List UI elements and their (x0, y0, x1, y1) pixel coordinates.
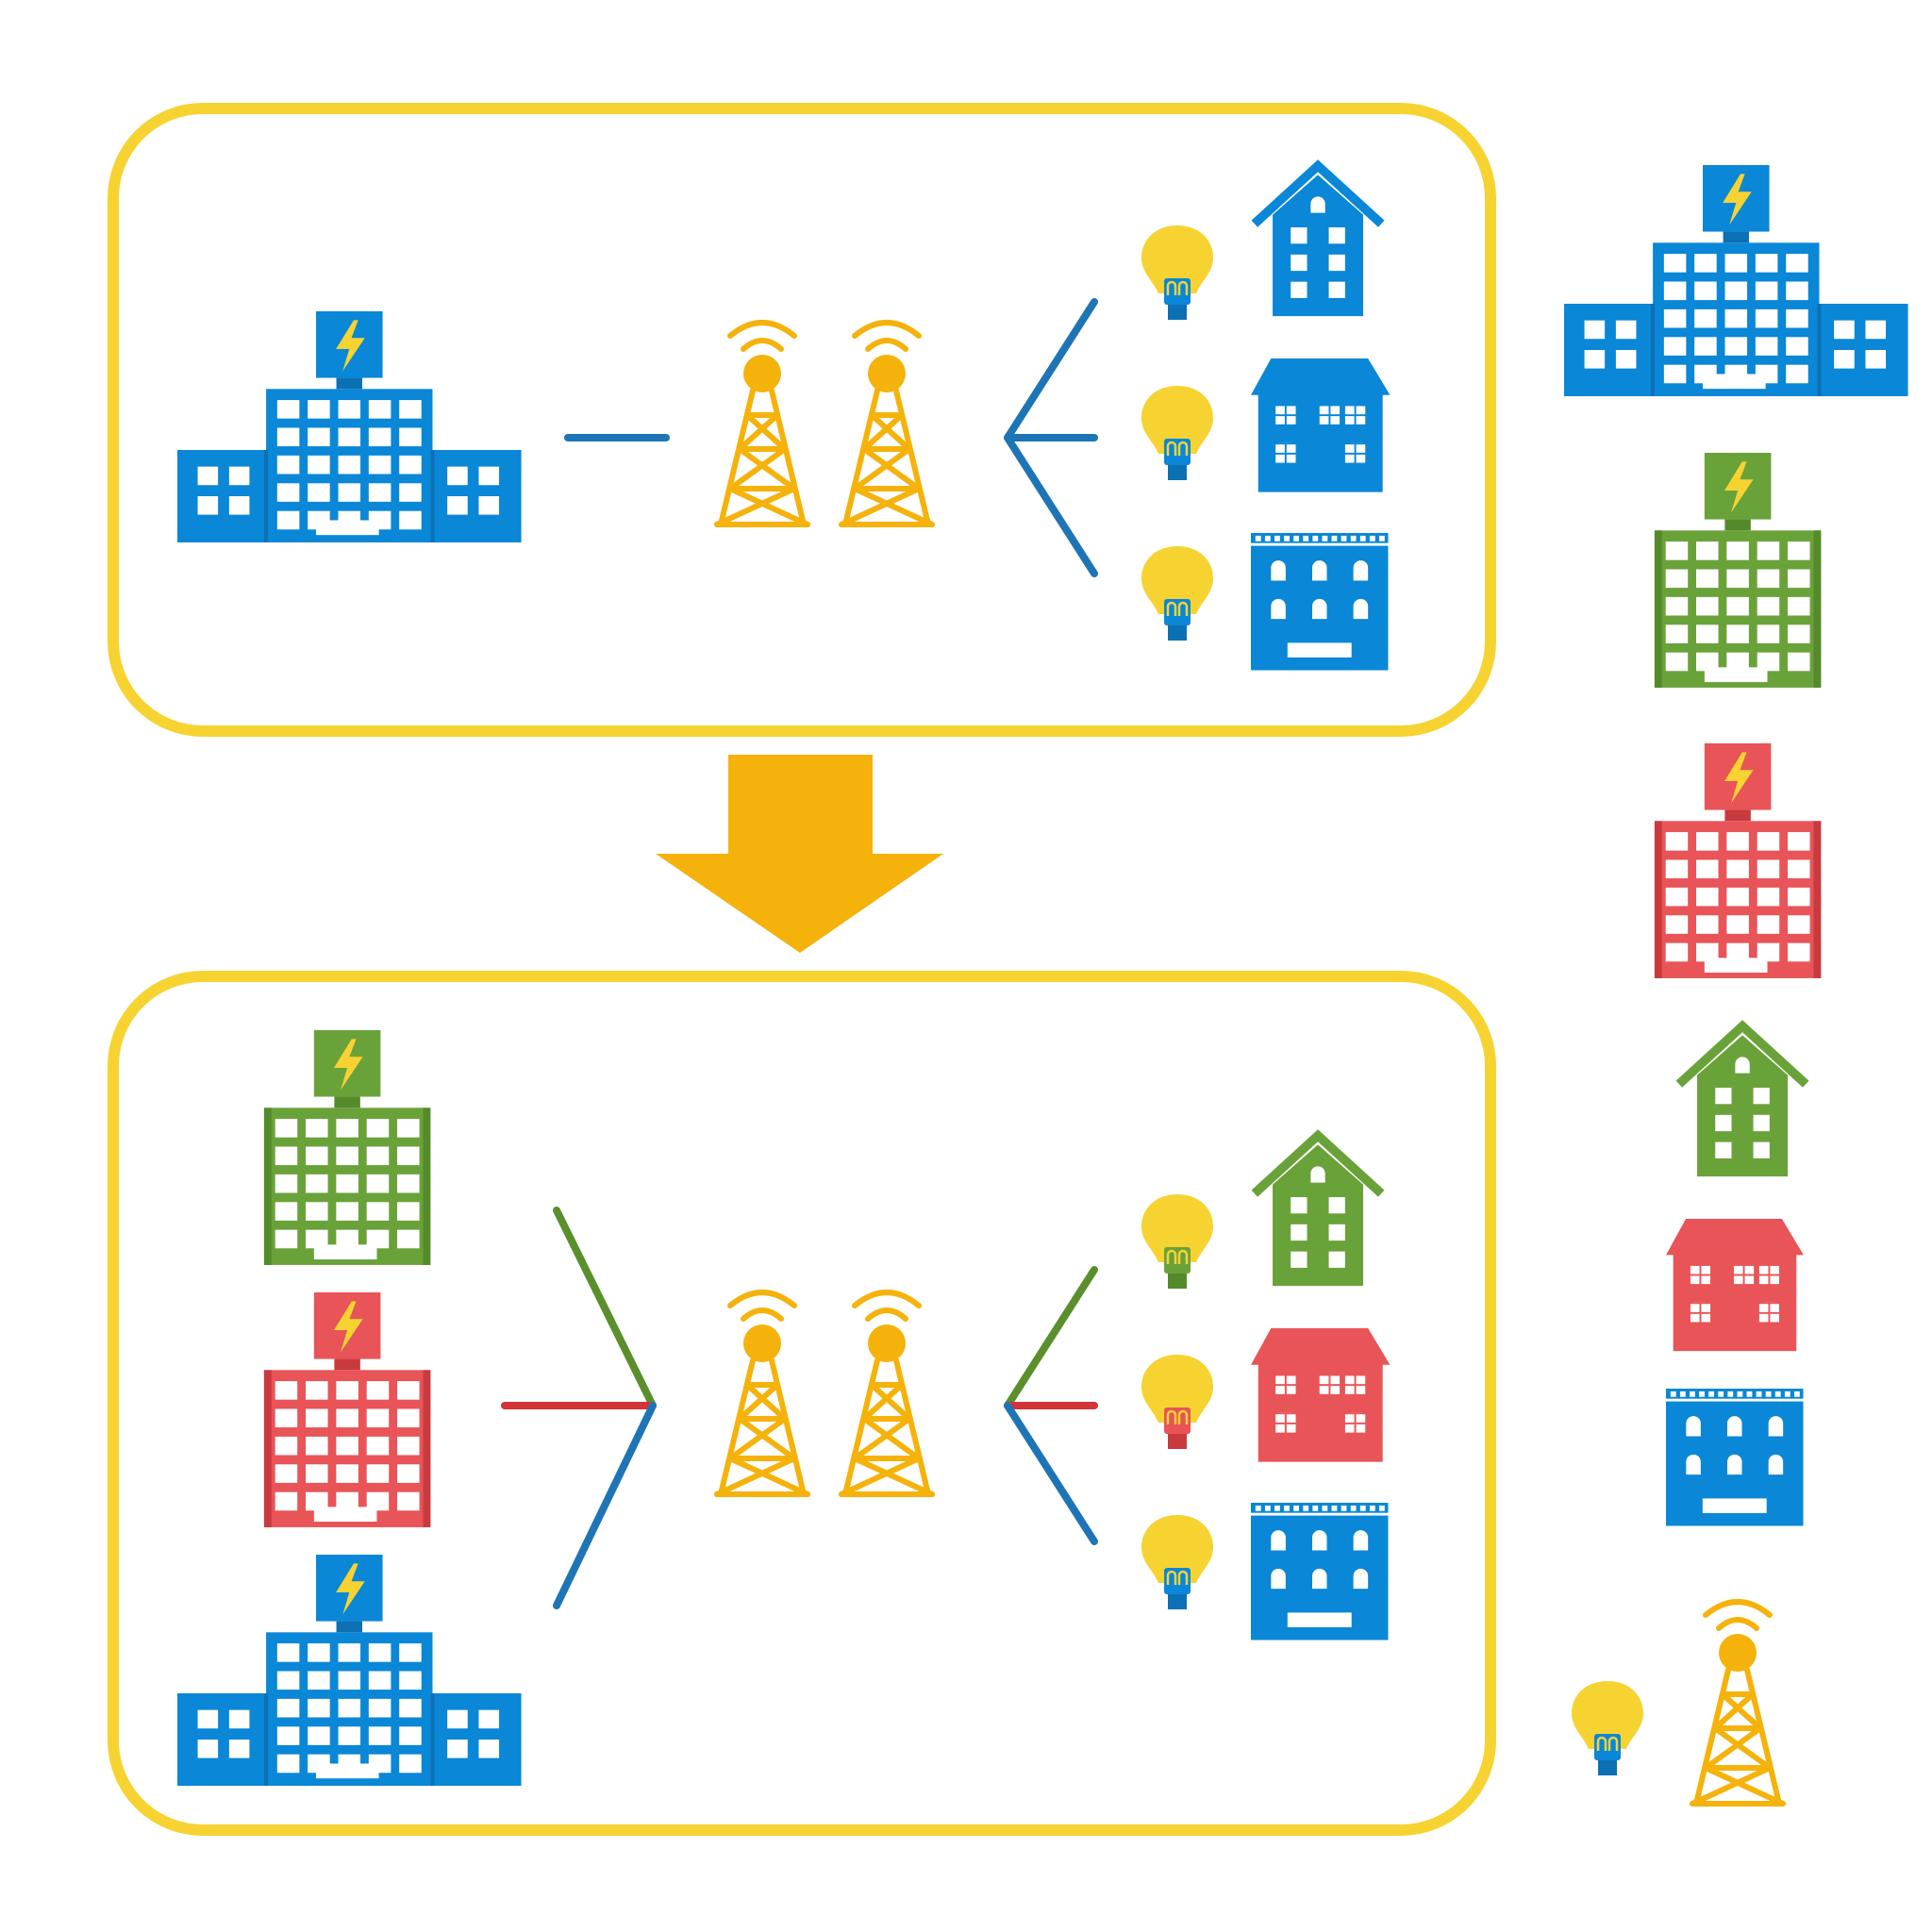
power-plant-icon (1654, 453, 1822, 688)
transmission-tower-icon (839, 1290, 935, 1497)
power-plant-icon (177, 1555, 522, 1786)
light-bulb-icon (1141, 1515, 1213, 1609)
panel-after (177, 1030, 1391, 1786)
transmission-tower-icon (714, 320, 810, 527)
light-bulb-icon (1141, 1355, 1213, 1449)
panel-frame-before (108, 103, 1496, 737)
lightning-bolt-icon (1704, 453, 1772, 520)
lightning-bolt-icon (313, 1292, 381, 1359)
house-icon (1251, 159, 1385, 317)
power-line (553, 1207, 657, 1409)
apartment-icon (1251, 358, 1391, 492)
apartment-icon (1251, 1328, 1391, 1462)
power-plant-icon (263, 1292, 431, 1527)
office-building-icon (1251, 1503, 1389, 1641)
lightning-bolt-icon (1704, 743, 1772, 810)
light-bulb-icon (1572, 1681, 1643, 1775)
light-bulb-icon (1141, 546, 1213, 641)
down-arrow-icon (656, 755, 943, 953)
lightning-bolt-icon (316, 1555, 383, 1622)
power-line (1004, 434, 1098, 577)
power-plant-icon (263, 1030, 431, 1265)
transmission-tower-icon (839, 320, 935, 527)
panel-frames (108, 103, 1496, 1836)
apartment-icon (1666, 1219, 1804, 1352)
light-bulb-icon (1141, 1194, 1213, 1289)
office-building-icon (1251, 533, 1389, 671)
panel-before (177, 159, 1391, 671)
power-line (1004, 298, 1098, 441)
panel-frame-after (108, 971, 1496, 1836)
light-bulb-icon (1141, 386, 1213, 480)
lightning-bolt-icon (316, 311, 383, 378)
power-plant-icon (177, 311, 522, 542)
power-line (1004, 1266, 1098, 1409)
light-bulb-icon (1141, 225, 1213, 320)
transition-arrow (656, 755, 943, 953)
transmission-tower-icon (714, 1290, 810, 1497)
office-building-icon (1666, 1389, 1804, 1526)
power-plant-icon (1654, 743, 1822, 978)
house-icon (1251, 1129, 1385, 1287)
power-line (553, 1402, 657, 1609)
power-line (1004, 1402, 1098, 1545)
house-icon (1675, 1020, 1809, 1177)
lightning-bolt-icon (313, 1030, 381, 1097)
power-plant-icon (1564, 165, 1908, 396)
transmission-tower-icon (1690, 1599, 1786, 1807)
lightning-bolt-icon (1703, 165, 1770, 232)
legend (1564, 165, 1908, 1807)
